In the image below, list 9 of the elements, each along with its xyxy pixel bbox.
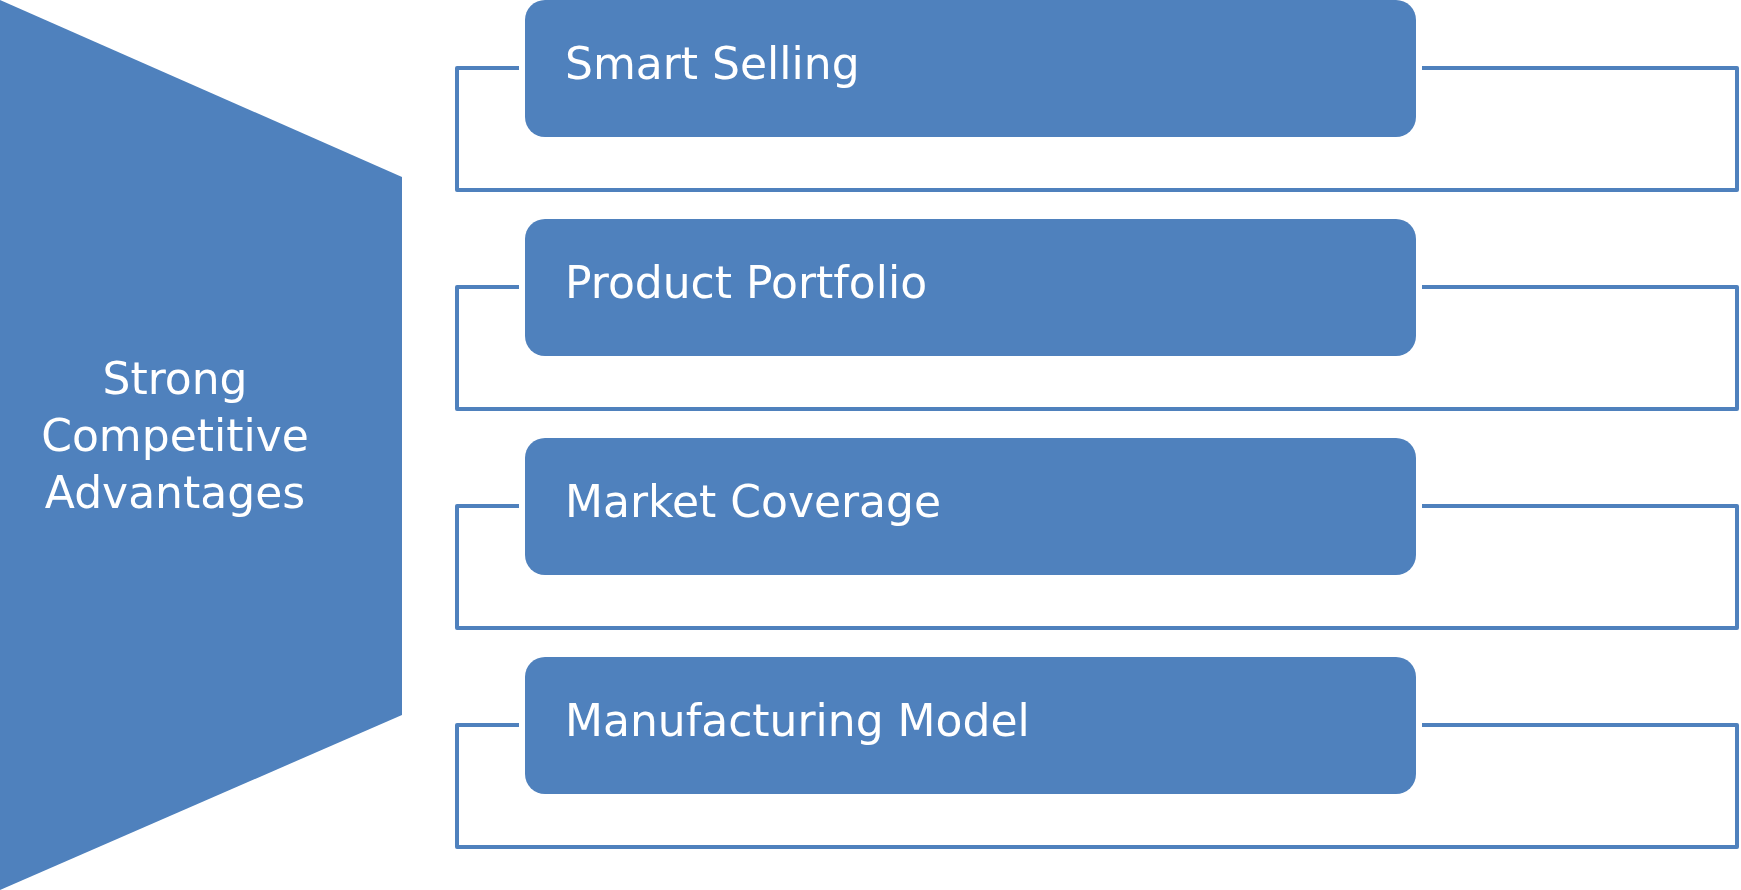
item-box	[525, 657, 1416, 794]
item-box	[525, 0, 1416, 137]
shape-label: Strong Competitive Advantages	[40, 352, 310, 520]
item-label: Market Coverage	[565, 476, 942, 527]
item-box	[525, 438, 1416, 575]
item-box	[525, 219, 1416, 356]
item-label: Manufacturing Model	[565, 695, 1030, 746]
item-label: Product Portfolio	[565, 257, 928, 308]
item-label: Smart Selling	[565, 38, 860, 89]
